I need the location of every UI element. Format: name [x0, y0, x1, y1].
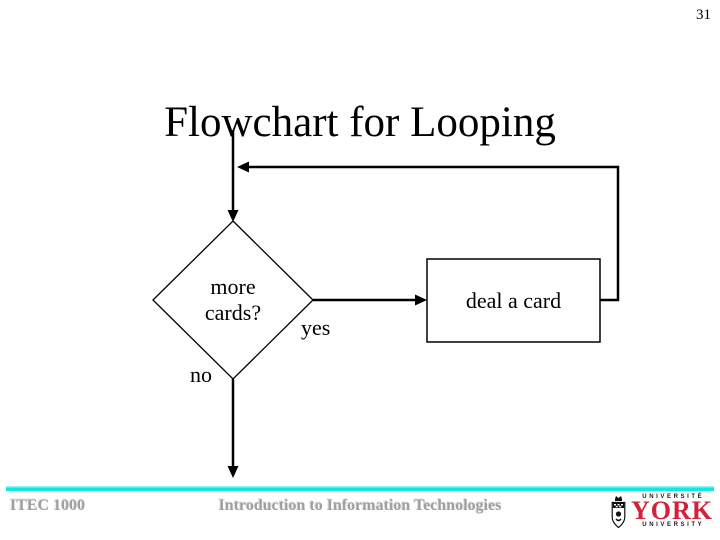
footer-course-code: ITEC 1000: [10, 497, 86, 514]
yes-branch-label: yes: [301, 315, 331, 340]
arrow-loop-back: [247, 165, 620, 302]
footer-divider: [6, 486, 714, 491]
york-university-logo: UNIVERSITÉ YORK UNIVERSITY: [611, 494, 713, 530]
arrowhead-down-no-icon: [227, 466, 239, 478]
logo-universite-text: UNIVERSITÉ: [642, 494, 705, 500]
logo-york-text: YORK: [631, 496, 713, 525]
arrowhead-down-top-icon: [227, 210, 239, 222]
decision-label: more cards?: [204, 274, 262, 325]
arrowhead-left-loop-icon: [237, 161, 249, 173]
york-logo-text: UNIVERSITÉ YORK UNIVERSITY: [631, 494, 713, 528]
footer-course-title: Introduction to Information Technologies: [218, 497, 502, 514]
logo-university-text: UNIVERSITY: [642, 522, 705, 528]
no-branch-label: no: [190, 362, 212, 387]
page-number: 31: [696, 7, 711, 23]
york-shield-icon: [611, 496, 626, 529]
process-label: deal a card: [465, 287, 562, 313]
slide-title: Flowchart for Looping: [164, 98, 556, 146]
arrowhead-right-yes-icon: [415, 294, 427, 306]
process-box: [426, 258, 601, 343]
decision-diamond: [152, 220, 314, 380]
